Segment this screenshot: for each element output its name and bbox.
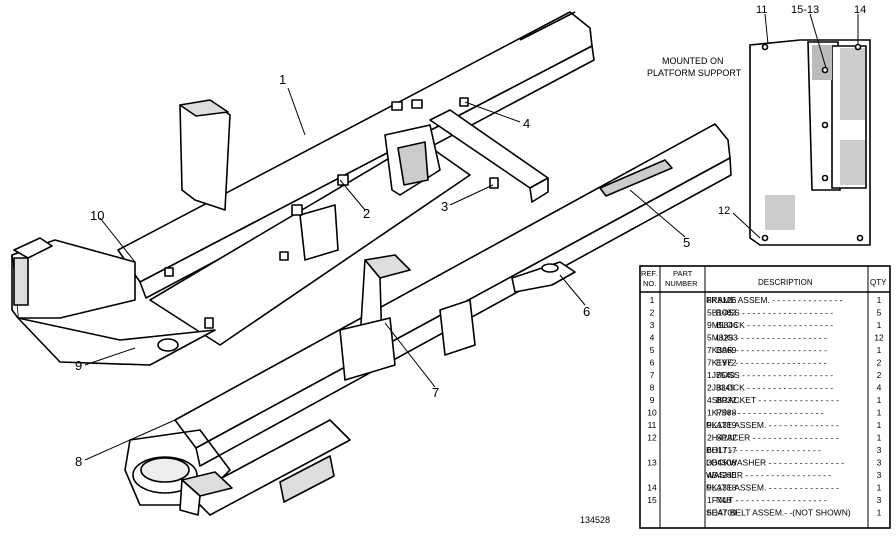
row-description: BOSS - - - - - - - - - - - - - - - - - -	[716, 370, 833, 380]
row-part-number: 8K8126	[707, 295, 737, 305]
row-ref: 9	[650, 395, 655, 405]
row-qty: 1	[877, 320, 882, 330]
row-qty: 1	[877, 408, 882, 418]
row-description: WASHER - - - - - - - - - - - - - - - - -	[706, 470, 831, 480]
row-part-number: 9K1318	[707, 483, 737, 493]
row-ref: 8	[650, 383, 655, 393]
inset-callout-15-13: 15-13	[791, 4, 819, 16]
row-part-number: 5M8293	[707, 333, 738, 343]
inset-callout-11: 11	[756, 4, 767, 16]
row-qty: 3	[877, 495, 882, 505]
parts-table: REF. NO. PART NUMBER DESCRIPTION QTY 1 8K…	[639, 265, 891, 529]
row-part-number: 1K7588	[707, 408, 737, 418]
row-qty: 2	[877, 370, 882, 380]
callout-9: 9	[75, 358, 82, 373]
row-qty: 1	[877, 508, 882, 518]
inset-note-line2: PLATFORM SUPPORT	[647, 68, 742, 78]
row-description: PLATE ASSEM. - - - - - - - - - - - - - -	[706, 420, 839, 430]
row-ref: 10	[647, 408, 657, 418]
callout-6: 6	[583, 304, 590, 319]
row-ref: 7	[650, 370, 655, 380]
row-part-number: 4B4280	[707, 470, 737, 480]
row-description: BLOCK - - - - - - - - - - - - - - - - -	[716, 383, 833, 393]
row-ref: 12	[647, 433, 657, 443]
row-part-number: 9M5846	[707, 320, 738, 330]
row-ref: 6	[650, 358, 655, 368]
row-ref: 13	[647, 458, 657, 468]
inset-callout-14: 14	[854, 4, 866, 16]
row-description: PLATE ASSEM. - - - - - - - - - - - - - -	[706, 483, 839, 493]
figure-number: 134528	[580, 515, 610, 525]
header-ref-line2: NO.	[643, 279, 656, 288]
row-description: NUT - - - - - - - - - - - - - - - - - -	[716, 495, 827, 505]
row-qty: 1	[877, 295, 882, 305]
row-description: LUG - - - - - - - - - - - - - - - - - -	[716, 333, 827, 343]
header-part-line1: PART	[673, 269, 693, 278]
row-part-number: 7K3069	[707, 345, 737, 355]
inset-note-line1: MOUNTED ON	[662, 56, 724, 66]
row-description: SPACER - - - - - - - - - - - - - - - - -	[716, 433, 839, 443]
row-description: BOSS - - - - - - - - - - - - - - - - - -	[716, 308, 833, 318]
row-ref: 3	[650, 320, 655, 330]
row-ref: 11	[648, 420, 657, 430]
row-qty: 3	[877, 445, 882, 455]
callout-4: 4	[523, 116, 530, 131]
row-ref: 14	[647, 483, 657, 493]
row-part-number: 5B1983	[707, 308, 737, 318]
row-description: BOLT - - - - - - - - - - - - - - - - - -	[706, 445, 821, 455]
callout-8: 8	[75, 454, 82, 469]
row-description: SEAT BELT ASSEM.- -(NOT SHOWN)	[706, 508, 851, 518]
row-qty: 1	[877, 395, 882, 405]
row-qty: 4	[877, 383, 882, 393]
inset-callout-12: 12	[718, 205, 730, 217]
row-part-number: 7K1972	[707, 358, 737, 368]
callout-numbers: 1 2 3 4 5 6 7 8 9 10	[75, 72, 690, 469]
row-description: FRAME ASSEM. - - - - - - - - - - - - - -	[706, 295, 843, 305]
row-description: BLOCK - - - - - - - - - - - - - - - - -	[716, 320, 833, 330]
inset-plate-detail: MOUNTED ON PLATFORM SUPPORT 11 15-13	[647, 4, 871, 246]
row-description: BRACKET - - - - - - - - - - - - - - - -	[716, 395, 839, 405]
header-ref-line1: REF.	[641, 269, 657, 278]
row-part-number: 1F748	[707, 495, 731, 505]
frame-assembly-drawing	[11, 11, 732, 516]
callout-leaders	[84, 87, 686, 461]
callout-2: 2	[363, 206, 370, 221]
row-qty: 1	[877, 345, 882, 355]
row-qty: 3	[877, 470, 882, 480]
row-description: PIN - - - - - - - - - - - - - - - - - -	[716, 408, 824, 418]
header-description: DESCRIPTION	[758, 278, 813, 287]
row-part-number: 6D4709	[707, 508, 737, 518]
row-qty: 5	[877, 308, 882, 318]
row-ref: 15	[647, 495, 657, 505]
row-qty: 1	[877, 420, 882, 430]
row-part-number: 4S8032	[707, 395, 737, 405]
row-ref: 2	[650, 308, 655, 318]
row-part-number: 6H1717	[707, 445, 737, 455]
callout-3: 3	[441, 199, 448, 214]
row-qty: 12	[874, 333, 884, 343]
callout-10: 10	[90, 208, 104, 223]
row-part-number: 9K1319	[707, 420, 737, 430]
row-description: EYE - - - - - - - - - - - - - - - - - -	[716, 358, 827, 368]
header-qty: QTY	[870, 278, 887, 287]
callout-5: 5	[683, 235, 690, 250]
row-part-number: 1J7540	[707, 370, 735, 380]
row-part-number: 2J3349	[707, 383, 735, 393]
row-qty: 3	[877, 458, 882, 468]
row-ref: 4	[650, 333, 655, 343]
row-description: LOCKWASHER - - - - - - - - - - - - - - -	[706, 458, 844, 468]
row-description: BAR - - - - - - - - - - - - - - - - - -	[716, 345, 827, 355]
row-part-number: 3B4508	[707, 458, 737, 468]
row-qty: 1	[877, 483, 882, 493]
callout-7: 7	[432, 385, 439, 400]
row-ref: 1	[650, 295, 655, 305]
header-part-line2: NUMBER	[665, 279, 698, 288]
row-ref: 5	[650, 345, 655, 355]
row-part-number: 2H4132	[707, 433, 737, 443]
callout-1: 1	[279, 72, 286, 87]
row-qty: 2	[877, 358, 882, 368]
row-qty: 1	[877, 433, 882, 443]
